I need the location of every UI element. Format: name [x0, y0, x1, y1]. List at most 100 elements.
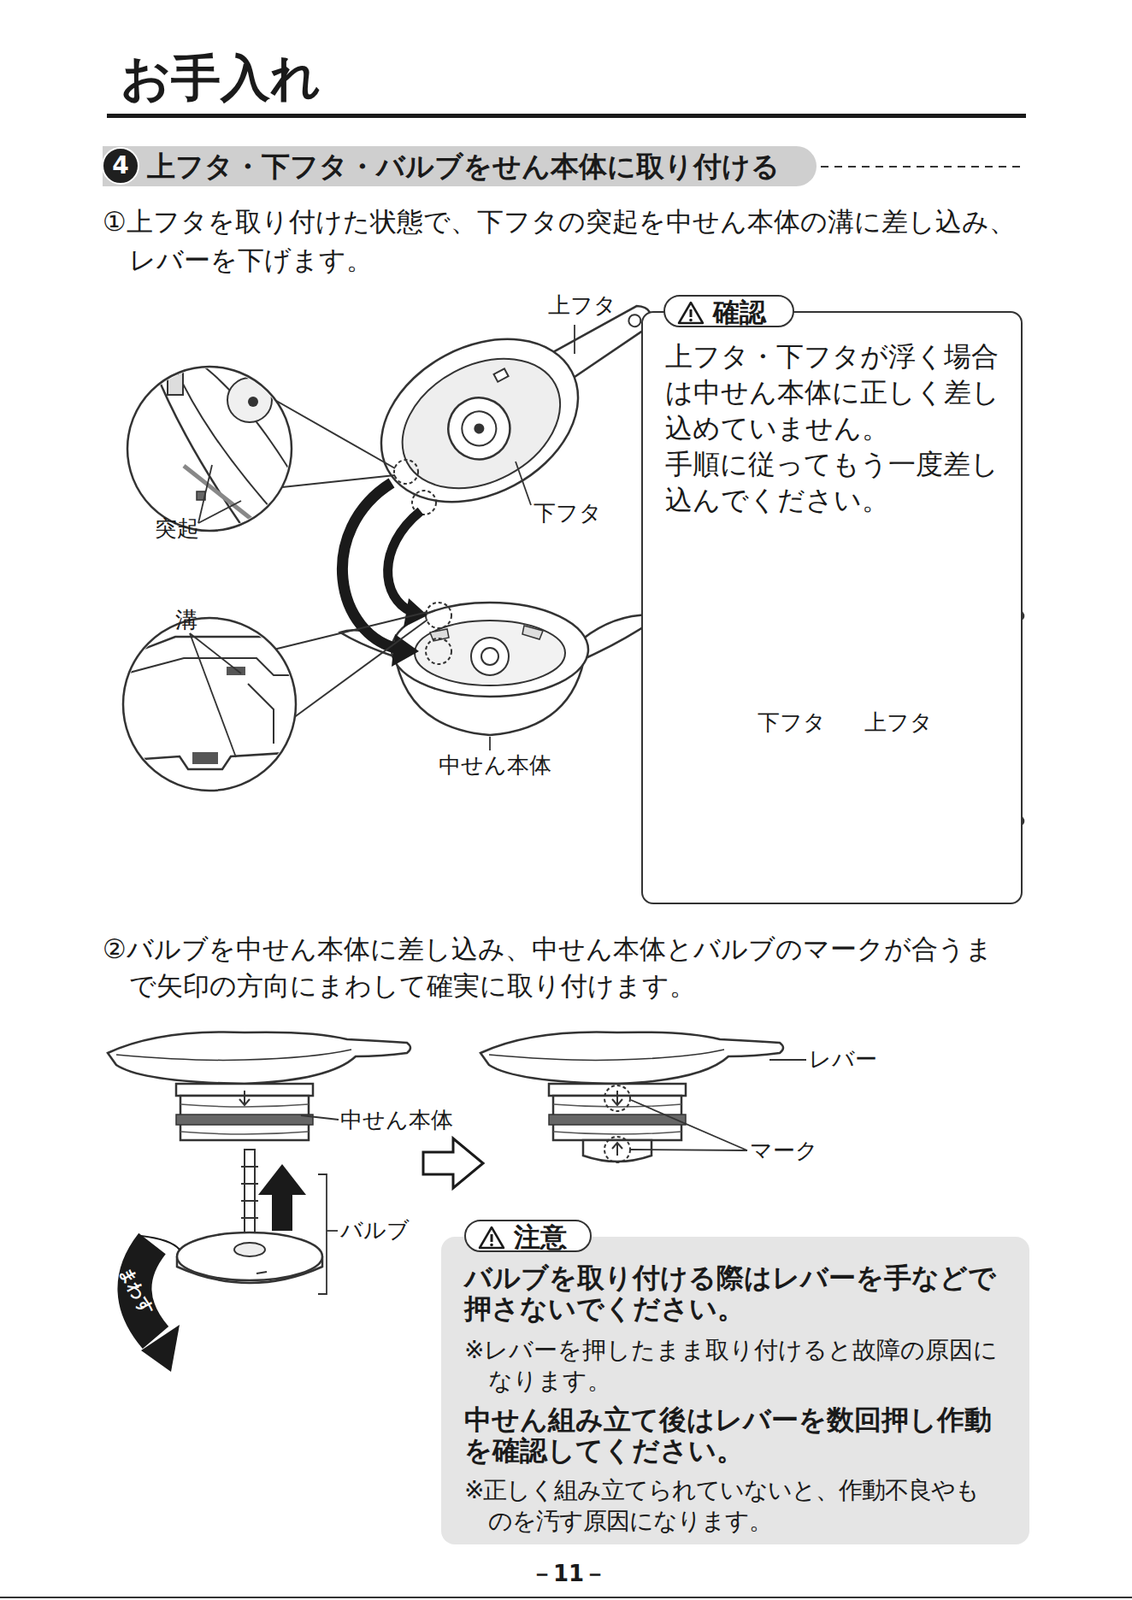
- magnifier-detail: [167, 372, 183, 396]
- magnifier-detail: [119, 636, 300, 770]
- caution-text: 中せん組み立て後はレバーを数回押し作動を確認してください。: [464, 1404, 999, 1467]
- leader-line: [189, 633, 236, 758]
- part-label: 中せん本体: [438, 752, 552, 779]
- magnifier-detail: [127, 366, 292, 531]
- insert-arrow: [391, 634, 419, 667]
- warning-icon: [677, 300, 705, 326]
- confirm-box: 確認上フタ・下フタが浮く場合は中せん本体に正しく差し込めていません。手順に従って…: [641, 311, 1023, 905]
- part-label: 上フタ: [864, 709, 933, 736]
- part-label: 中せん本体: [340, 1107, 454, 1133]
- valve: [241, 1167, 259, 1219]
- valve: [244, 1149, 255, 1236]
- insert-arrow: [258, 1164, 307, 1196]
- lid-illustration: [494, 368, 509, 382]
- dashed-rule: [820, 165, 1026, 168]
- caution-note: ※レバーを押したまま取り付けると故障の原因になります。: [464, 1335, 1003, 1398]
- heading-pill: 注意: [464, 1220, 592, 1253]
- heading-pill: 確認: [663, 294, 795, 328]
- valve: [234, 1243, 266, 1257]
- leader-line: [573, 324, 576, 354]
- caution-note: ※正しく組み立てられていないと、作動不良やものを汚す原因になります。: [464, 1475, 1003, 1538]
- magnifier-detail: [175, 367, 283, 522]
- valve: [176, 1149, 323, 1284]
- detail-marker: [425, 638, 452, 665]
- bracket: [300, 1115, 339, 1121]
- lid-illustration: [353, 306, 607, 535]
- part-label: 突起: [154, 515, 200, 542]
- magnifier-detail: [226, 666, 246, 676]
- leader-line: [198, 501, 242, 524]
- rotate-arrow: [141, 1325, 180, 1373]
- magnifier-detail: [153, 367, 295, 548]
- magnifier-detail: [183, 465, 257, 524]
- next-arrow: [423, 1138, 484, 1189]
- step-number-circle: 4: [101, 147, 140, 185]
- box-heading: 確認: [713, 296, 767, 328]
- magnifier-detail: [192, 752, 219, 765]
- part-label: バルブ: [340, 1217, 410, 1244]
- detail-marker: [425, 602, 452, 629]
- stopper-after: [480, 1032, 784, 1164]
- caution-text: バルブを取り付ける際はレバーを手などで押さないでください。: [464, 1262, 999, 1325]
- lid-illustration: [626, 312, 643, 330]
- part-label: 下フタ: [757, 709, 826, 736]
- stopper-top-view: [430, 625, 543, 642]
- lid-illustration: [455, 405, 502, 452]
- magnifier-detail: [293, 619, 428, 719]
- leader-line: [769, 1059, 807, 1062]
- stopper-top-view: [340, 602, 661, 736]
- part-label: 下フタ: [533, 500, 602, 526]
- valve: [256, 1272, 267, 1274]
- page-edge: [0, 1597, 1132, 1599]
- lid-illustration: [379, 332, 583, 514]
- insert-arrow: [388, 511, 421, 613]
- magnifier-detail: [119, 366, 428, 791]
- magnifier-detail: [123, 618, 296, 791]
- title-rule: [106, 113, 1026, 118]
- rotate-arrow: [141, 1236, 180, 1250]
- bracket: [326, 1230, 338, 1233]
- caution-box: 注意バルブを取り付ける際はレバーを手などで押さないでください。※レバーを押したま…: [441, 1237, 1030, 1545]
- magnifier-detail: [227, 377, 272, 423]
- stopper-after: [480, 1032, 784, 1142]
- insert-arrow: [341, 483, 428, 667]
- step-instruction: ①上フタを取り付けた状態で、下フタの突起を中せん本体の溝に差し込み、レバーを下げ…: [102, 202, 1019, 280]
- section-band: 上フタ・下フタ・バルブをせん本体に取り付ける 4: [102, 146, 817, 187]
- leader-line: [630, 1100, 748, 1151]
- page-number: －11－: [530, 1561, 607, 1587]
- leader-line: [189, 324, 575, 758]
- insert-arrow: [271, 1192, 293, 1232]
- leader-line: [630, 1149, 748, 1151]
- stopper-top-view: [481, 648, 499, 666]
- stopper-after: [612, 1143, 623, 1156]
- magnifier-detail: [273, 612, 428, 650]
- page-title: お手入れ: [120, 49, 321, 107]
- part-label: レバー: [808, 1046, 878, 1073]
- magnifier-detail: [247, 396, 259, 407]
- magnifier-detail: [282, 475, 396, 488]
- warning-triangle: [677, 300, 705, 326]
- warning-triangle: [477, 1225, 506, 1251]
- step-number: 4: [103, 148, 138, 183]
- lid-illustration: [471, 421, 486, 436]
- bracket: [300, 1115, 339, 1295]
- magnifier-detail: [119, 658, 300, 676]
- insert-arrow: [258, 1164, 307, 1232]
- leader-line: [489, 736, 491, 751]
- valve: [176, 1232, 323, 1281]
- stopper-after: [604, 1137, 631, 1163]
- magnifier-detail: [119, 752, 300, 770]
- magnifier-detail: [247, 683, 274, 744]
- box-heading: 注意: [513, 1221, 567, 1253]
- step-instruction: ②バルブを中せん本体に差し込み、中せん本体とバルブのマークが合うまで矢印の方向に…: [102, 931, 1019, 1005]
- part-label: 溝: [175, 607, 198, 633]
- part-label: 上フタ: [548, 292, 617, 319]
- insert-arrow: [341, 483, 402, 650]
- leader-line: [630, 1060, 807, 1151]
- warning-icon: [477, 1225, 506, 1251]
- section-heading: 上フタ・下フタ・バルブをせん本体に取り付ける: [147, 148, 780, 184]
- leader-line: [515, 461, 531, 506]
- stopper-top-view: [414, 620, 566, 686]
- stopper-after: [583, 1140, 652, 1162]
